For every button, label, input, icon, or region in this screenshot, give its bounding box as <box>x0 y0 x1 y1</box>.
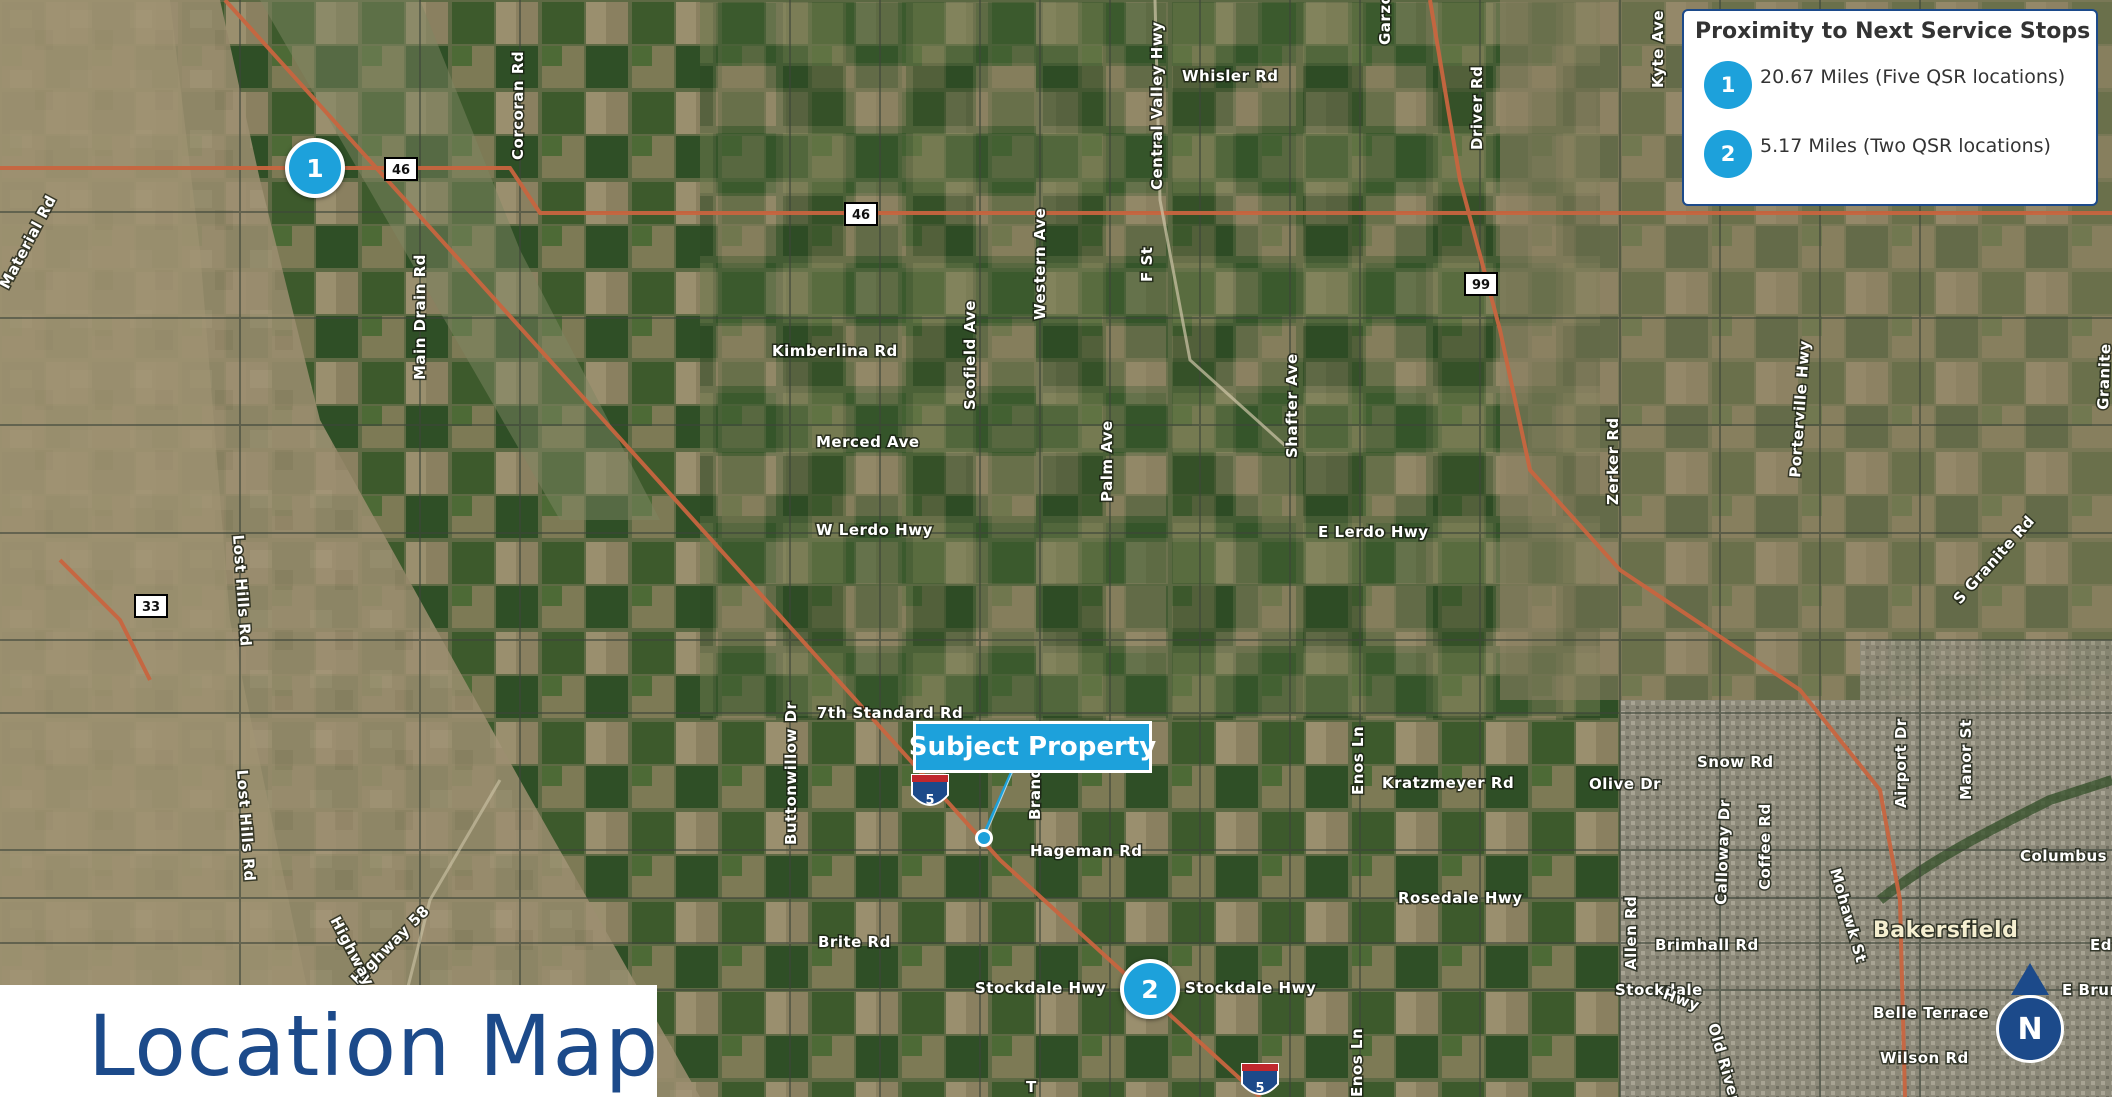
road-label-scofield: Scofield Ave <box>961 300 979 410</box>
road-label-kratzmeyer: Kratzmeyer Rd <box>1382 774 1514 792</box>
road-label-corcoran: Corcoran Rd <box>509 51 527 160</box>
legend-text-1: 20.67 Miles (Five QSR locations) <box>1760 66 2066 88</box>
road-label-e-lerdo: E Lerdo Hwy <box>1318 523 1429 541</box>
legend-item-2: 2 5.17 Miles (Two QSR locations) <box>1704 130 2051 178</box>
road-label-brite: Brite Rd <box>818 933 891 951</box>
road-label-allen: Allen Rd <box>1622 896 1640 970</box>
road-label-kimberlina: Kimberlina Rd <box>772 342 898 360</box>
road-label-central-valley: Central Valley Hwy <box>1148 22 1166 190</box>
north-arrow-icon <box>2011 963 2049 995</box>
svg-text:99: 99 <box>1472 278 1490 293</box>
road-label-buttonwillow: Buttonwillow Dr <box>782 701 800 845</box>
hwy-46-shield-b: 46 <box>844 202 878 226</box>
road-label-merced: Merced Ave <box>816 433 920 451</box>
svg-text:33: 33 <box>142 600 160 615</box>
road-label-stockdale-2: Stockdale Hwy <box>1185 979 1316 997</box>
road-label-airport: Airport Dr <box>1892 718 1910 808</box>
road-label-enos-2: Enos Ln <box>1348 1028 1366 1097</box>
road-label-columbus: Columbus St <box>2020 847 2112 865</box>
road-label-driver: Driver Rd <box>1468 66 1486 150</box>
road-label-t: T <box>1026 1078 1037 1096</box>
road-label-rosedale: Rosedale Hwy <box>1398 889 1523 907</box>
road-label-whisler: Whisler Rd <box>1182 67 1279 85</box>
legend-item-1: 1 20.67 Miles (Five QSR locations) <box>1704 61 2065 109</box>
title-panel: Location Map <box>0 985 660 1097</box>
subject-property-label[interactable]: Subject Property <box>909 721 1156 773</box>
legend-panel: Proximity to Next Service Stops 1 20.67 … <box>1682 9 2098 206</box>
legend-title: Proximity to Next Service Stops <box>1695 19 2091 44</box>
road-label-hageman: Hageman Rd <box>1030 842 1143 860</box>
road-label-enos: Enos Ln <box>1349 726 1367 795</box>
interstate-5-shield-a: 5 <box>911 774 949 808</box>
road-label-main-drain: Main Drain Rd <box>411 254 429 380</box>
road-label-brundage: E Brundage <box>2062 981 2112 999</box>
road-label-western: Western Ave <box>1031 208 1049 320</box>
road-label-7th-standard: 7th Standard Rd <box>817 704 963 722</box>
road-label-manor: Manor St <box>1957 719 1975 800</box>
page-title: Location Map <box>88 997 660 1095</box>
road-label-f-st: F St <box>1138 247 1156 282</box>
road-label-stockdale-3: Stockdale <box>1615 981 1703 999</box>
svg-text:46: 46 <box>852 208 870 223</box>
road-label-stockdale-1: Stockdale Hwy <box>975 979 1106 997</box>
road-label-kyte: Kyte Ave <box>1649 10 1667 88</box>
road-label-garzoli: Garzo <box>1376 0 1394 45</box>
road-label-zerker: Zerker Rd <box>1604 417 1622 505</box>
service-stop-marker-2[interactable]: 2 <box>1120 959 1180 1019</box>
road-label-brand: Brand <box>1026 767 1044 820</box>
road-label-calloway: Calloway Dr <box>1712 799 1734 905</box>
road-label-w-lerdo: W Lerdo Hwy <box>816 521 933 539</box>
svg-text:46: 46 <box>392 163 410 178</box>
hwy-33-shield: 33 <box>134 594 168 618</box>
legend-badge-1: 1 <box>1704 61 1752 109</box>
svg-text:5: 5 <box>925 793 934 808</box>
road-label-coffee: Coffee Rd <box>1756 803 1774 890</box>
road-label-wilson: Wilson Rd <box>1880 1049 1969 1067</box>
road-label-snow: Snow Rd <box>1697 753 1774 771</box>
road-label-shafter: Shafter Ave <box>1283 353 1301 458</box>
north-arrow: N <box>1996 963 2064 1063</box>
legend-badge-2: 2 <box>1704 130 1752 178</box>
subject-property-pin[interactable] <box>975 829 993 847</box>
city-label-bakersfield: Bakersfield <box>1873 918 2018 943</box>
road-label-olive: Olive Dr <box>1589 775 1661 793</box>
road-label-granite-edge: Granite <box>2094 343 2112 410</box>
road-label-edison: Ed <box>2090 936 2112 954</box>
road-label-brimhall: Brimhall Rd <box>1655 936 1759 954</box>
hwy-99-shield: 99 <box>1464 272 1498 296</box>
legend-text-2: 5.17 Miles (Two QSR locations) <box>1760 135 2051 157</box>
road-label-belle-terrace: Belle Terrace <box>1873 1004 1989 1022</box>
interstate-5-shield-b: 5 <box>1241 1063 1279 1096</box>
road-label-palm: Palm Ave <box>1098 420 1116 502</box>
svg-text:5: 5 <box>1255 1081 1264 1096</box>
north-label: N <box>1996 995 2064 1063</box>
hwy-46-shield-a: 46 <box>384 157 418 181</box>
service-stop-marker-1[interactable]: 1 <box>285 138 345 198</box>
